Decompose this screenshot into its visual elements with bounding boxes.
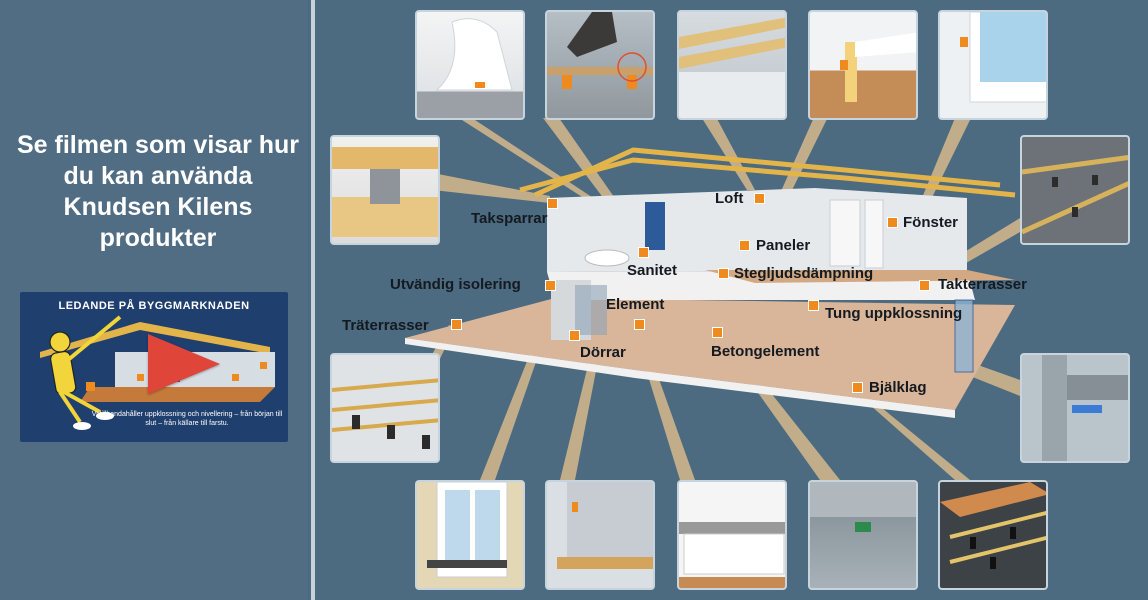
label-sanitet[interactable]: Sanitet <box>627 262 678 279</box>
left-panel: Se filmen som visar hur du kan använda K… <box>0 0 308 600</box>
marker-bjalklag[interactable] <box>852 382 863 393</box>
marker-fonster[interactable] <box>887 217 898 228</box>
label-traterrasser[interactable]: Träterrasser <box>342 317 429 334</box>
thumb-element[interactable] <box>677 480 787 590</box>
label-paneler[interactable]: Paneler <box>756 237 811 254</box>
label-loft[interactable]: Loft <box>715 190 744 207</box>
marker-paneler[interactable] <box>739 240 750 251</box>
thumb-utvandig-isolering[interactable] <box>415 480 525 590</box>
thumb-traterrasser[interactable] <box>330 353 440 463</box>
label-bjalklag[interactable]: Bjälklag <box>869 379 927 396</box>
label-stegljudsdampning[interactable]: Stegljudsdämpning <box>734 265 874 282</box>
play-icon[interactable] <box>148 334 220 394</box>
label-tung-uppklossning[interactable]: Tung uppklossning <box>825 305 963 322</box>
thumb-betongelement[interactable] <box>1020 353 1130 463</box>
thumb-tung-uppklossning[interactable] <box>808 480 918 590</box>
video-thumbnail[interactable]: LEDANDE PÅ BYGGMARKNADEN Vi tillhandahål… <box>20 292 288 442</box>
video-caption: Vi tillhandahåller uppklossning och nive… <box>91 411 283 427</box>
marker-loft[interactable] <box>754 193 765 204</box>
marker-stegljudsdampning[interactable] <box>718 268 729 279</box>
label-utvandig-isolering[interactable]: Utvändig isolering <box>390 276 521 293</box>
label-dorrar[interactable]: Dörrar <box>580 344 626 361</box>
divider <box>311 0 315 600</box>
marker-dorrar[interactable] <box>569 330 580 341</box>
marker-traterrasser[interactable] <box>451 319 462 330</box>
thumb-paneler[interactable] <box>808 10 918 120</box>
label-taksparrar[interactable]: Taksparrar <box>471 210 548 227</box>
thumb-bjalklag[interactable] <box>938 480 1048 590</box>
thumb-taksparrar[interactable] <box>330 135 440 245</box>
label-fonster[interactable]: Fönster <box>903 214 959 231</box>
marker-taksparrar[interactable] <box>547 198 558 209</box>
label-element[interactable]: Element <box>606 296 665 313</box>
video-title: LEDANDE PÅ BYGGMARKNADEN <box>58 300 250 312</box>
thumb-sanitet[interactable] <box>415 10 525 120</box>
marker-sanitet[interactable] <box>638 247 649 258</box>
marker-tung-uppklossning[interactable] <box>808 300 819 311</box>
thumb-fonster[interactable] <box>938 10 1048 120</box>
marker-element[interactable] <box>634 319 645 330</box>
marker-betongelement[interactable] <box>712 327 723 338</box>
marker-takterrasser[interactable] <box>919 280 930 291</box>
thumb-dorrar[interactable] <box>545 480 655 590</box>
thumb-stegljudsdampning[interactable] <box>545 10 655 120</box>
label-betongelement[interactable]: Betongelement <box>711 343 820 360</box>
marker-utvandig-isolering[interactable] <box>545 280 556 291</box>
thumb-takterrasser[interactable] <box>1020 135 1130 245</box>
label-takterrasser[interactable]: Takterrasser <box>938 276 1027 293</box>
headline: Se filmen som visar hur du kan använda K… <box>16 131 300 252</box>
thumb-loft[interactable] <box>677 10 787 120</box>
